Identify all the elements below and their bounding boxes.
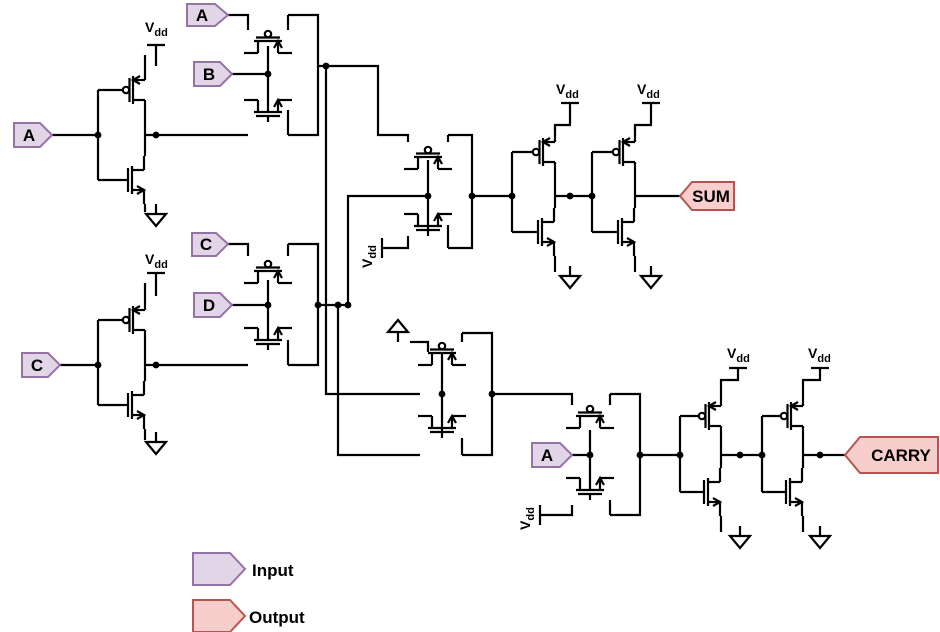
input-port-c-mid: C: [191, 232, 230, 257]
legend-output-swatch: [192, 599, 247, 632]
svg-text:A: A: [196, 6, 208, 25]
legend-output-label: Output: [249, 608, 305, 627]
vdd-label: Vdd: [359, 245, 379, 268]
pmos-inv2: [120, 294, 147, 346]
svg-text:A: A: [23, 126, 35, 145]
nmos-inv3: [530, 206, 556, 258]
vdd-labels: Vdd Vdd Vdd Vdd Vdd Vdd Vdd Vdd: [145, 19, 831, 530]
vdd-label: Vdd: [727, 345, 750, 365]
input-ports: A B A C D C A: [13, 3, 574, 468]
output-port-sum: SUM: [678, 181, 735, 211]
svg-text:A: A: [541, 446, 553, 465]
nmos-inv6: [778, 466, 804, 518]
svg-text:C: C: [31, 356, 43, 375]
vdd-label: Vdd: [145, 19, 168, 39]
ground-icon: [639, 264, 663, 290]
legend-output: Output: [192, 599, 305, 632]
svg-text:B: B: [203, 65, 215, 84]
nmos-inv1: [120, 154, 146, 206]
ground-icon: [386, 318, 410, 344]
ground-icon: [144, 202, 168, 228]
legend-input: Input: [192, 552, 294, 586]
nmos-inv4: [610, 206, 636, 258]
nmos-inv5: [696, 466, 722, 518]
nmos-inv2: [120, 379, 146, 431]
vdd-label: Vdd: [517, 507, 537, 530]
svg-text:D: D: [203, 296, 215, 315]
pmos-inv3: [530, 126, 557, 178]
input-port-d: D: [193, 292, 234, 318]
legend-input-swatch: [192, 552, 247, 586]
vdd-label: Vdd: [145, 251, 168, 271]
ground-icon: [144, 430, 168, 456]
input-port-a-left: A: [13, 122, 54, 148]
power-symbols: [144, 43, 832, 550]
svg-text:SUM: SUM: [692, 187, 730, 206]
vdd-label: Vdd: [808, 345, 831, 365]
pmos-inv6: [778, 390, 805, 442]
pmos-inv1: [120, 64, 147, 116]
pmos-tg5: [564, 403, 616, 430]
output-ports: SUM CARRY: [678, 181, 939, 474]
vdd-label: Vdd: [556, 81, 579, 101]
input-port-b: B: [193, 61, 234, 87]
legend-input-label: Input: [252, 561, 294, 580]
pmos-tg2: [242, 258, 294, 285]
svg-text:C: C: [200, 235, 212, 254]
output-port-carry: CARRY: [843, 436, 939, 474]
input-port-a-carry: A: [531, 442, 574, 468]
input-port-c-left: C: [21, 352, 62, 378]
vdd-label: Vdd: [637, 81, 660, 101]
legend: Input Output: [192, 552, 305, 632]
wiring: [52, 13, 845, 532]
pmos-inv5: [696, 390, 723, 442]
ground-icon: [808, 524, 832, 550]
input-port-a-top: A: [186, 3, 230, 27]
junctions: [94, 62, 824, 459]
ground-icon: [728, 524, 752, 550]
svg-text:CARRY: CARRY: [871, 446, 931, 465]
ground-icon: [558, 264, 582, 290]
pmos-inv4: [610, 126, 637, 178]
